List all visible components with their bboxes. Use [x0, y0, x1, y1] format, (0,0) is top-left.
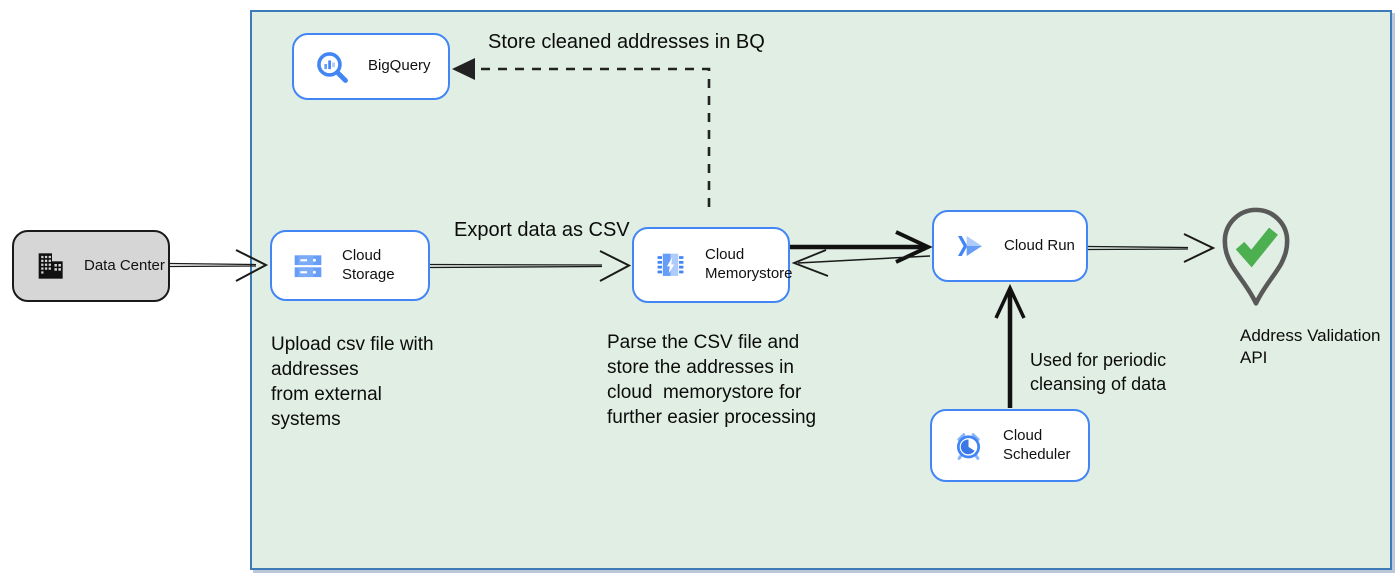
- node-cloud-scheduler-label: Cloud Scheduler: [1003, 426, 1071, 463]
- system-boundary: [250, 10, 1392, 570]
- node-cloud-storage-label: Cloud Storage: [342, 246, 395, 283]
- building-icon: [38, 253, 63, 279]
- node-cloud-run-label: Cloud Run: [1004, 236, 1075, 254]
- node-cloud-storage: Cloud Storage: [270, 230, 430, 301]
- node-cloud-scheduler: Cloud Scheduler: [930, 409, 1090, 482]
- note-upload-csv: Upload csv file with addresses from exte…: [271, 334, 434, 431]
- node-bigquery: BigQuery: [292, 33, 450, 100]
- label-export-csv: Export data as CSV: [454, 219, 630, 241]
- node-memorystore-label: Cloud Memorystore: [705, 246, 793, 282]
- cloud-storage-icon: [294, 254, 322, 277]
- note-periodic-cleansing: Used for periodic cleansing of data: [1030, 350, 1167, 394]
- node-memorystore: Cloud Memorystore: [632, 227, 793, 303]
- cloud-scheduler-icon: [956, 433, 981, 460]
- bigquery-icon: [317, 51, 348, 83]
- node-data-center: Data Center: [12, 230, 170, 302]
- node-cloud-run: Cloud Run: [932, 210, 1088, 282]
- map-pin-check-icon: [1222, 207, 1290, 306]
- label-store-bq: Store cleaned addresses in BQ: [488, 31, 765, 53]
- cloud-run-icon: [958, 236, 982, 256]
- node-bigquery-label: BigQuery: [368, 57, 431, 75]
- note-parse-csv: Parse the CSV file and store the address…: [607, 332, 817, 429]
- address-validation-api-label: Address Validation API: [1240, 326, 1385, 368]
- node-data-center-label: Data Center: [84, 256, 165, 274]
- memorystore-icon: [657, 253, 684, 276]
